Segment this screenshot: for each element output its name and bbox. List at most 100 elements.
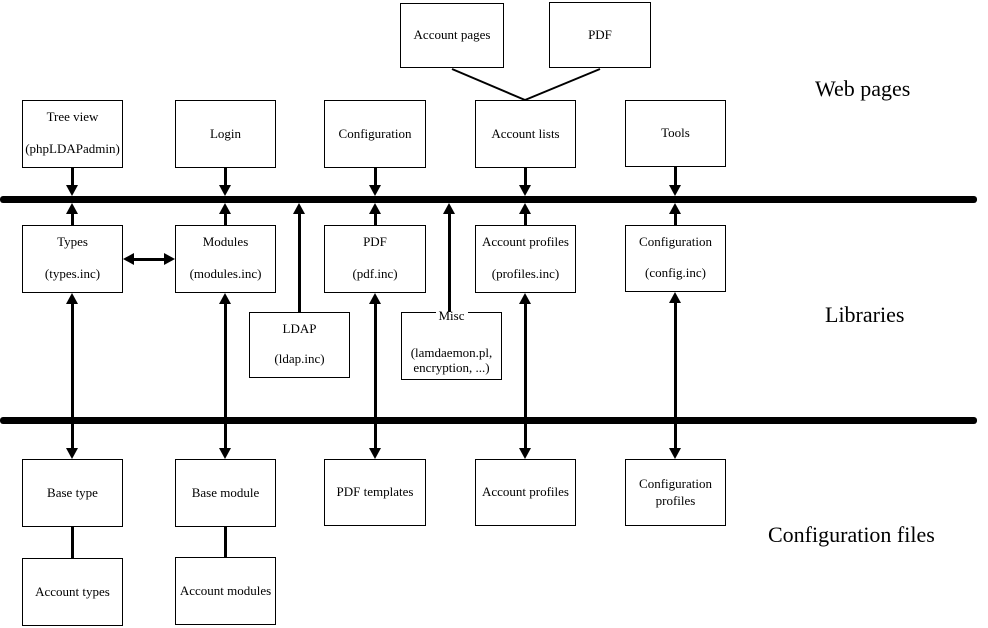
edge-base-module-account-modules [224,527,227,557]
edge-ldap-line [298,213,301,312]
arrowhead-down-icon [669,185,681,196]
box-title: Tree view [46,109,99,124]
edge-modules-base-module [224,303,227,449]
box-pdf-templates: PDF templates [324,459,426,526]
box-title: PDF [363,234,387,249]
arrowhead-up-icon [369,293,381,304]
layer-label-web-pages: Web pages [815,76,911,101]
arrowhead-down-icon [66,185,78,196]
arrowhead-down-icon [219,185,231,196]
arrowhead-down-icon [519,185,531,196]
edge-base-type-account-types [71,527,74,558]
edge-pdf-lib-pdf-templates [374,303,377,449]
layer-separator-line-1 [0,196,977,203]
box-misc: Misc (lamdaemon.pl, encryption, ...) [401,308,502,380]
box-title: Account pages [413,27,491,43]
arrowhead-up-icon [219,293,231,304]
arrowhead-down-icon [369,185,381,196]
edge-account-lists-line [524,168,527,186]
box-title: Types [57,234,88,249]
box-pdf-lib: PDF (pdf.inc) [324,225,426,293]
edge-line-pdf-lib [374,213,377,225]
arrowhead-down-icon [66,448,78,459]
box-title: PDF templates [336,484,414,500]
edge-line-types [71,213,74,225]
box-subtitle: (pdf.inc) [352,266,398,282]
edge-configuration-line [374,168,377,186]
layer-separator-line-2 [0,417,977,424]
box-account-pages: Account pages [400,3,504,68]
arrowhead-down-icon [519,448,531,459]
box-subtitle: (profiles.inc) [491,266,560,282]
arrowhead-down-icon [369,448,381,459]
box-title: Base module [191,484,260,500]
arrowhead-up-icon [519,203,531,214]
arrowhead-up-icon [669,203,681,214]
box-configuration-page: Configuration [324,100,426,168]
arrowhead-left-icon [123,253,134,265]
box-title: Account lists [491,125,560,141]
box-title: Account profiles [481,484,569,500]
box-subtitle-line-1: (lamdaemon.pl, [410,345,493,361]
box-pdf-page: PDF [549,2,651,68]
layer-label-libraries: Libraries [825,302,905,327]
box-configuration-lib: Configuration (config.inc) [625,225,726,292]
arrowhead-up-icon [66,293,78,304]
box-title: Misc [435,308,468,324]
box-ldap: LDAP (ldap.inc) [249,312,350,378]
box-tools: Tools [625,100,726,167]
arrowhead-up-icon [293,203,305,214]
box-login: Login [175,100,276,168]
box-account-modules: Account modules [175,557,276,625]
arrowhead-up-icon [443,203,455,214]
box-title: Configuration [338,125,412,141]
box-modules: Modules (modules.inc) [175,225,276,293]
box-title: Account modules [179,582,272,598]
arrowhead-up-icon [219,203,231,214]
box-account-profiles-lib: Account profiles (profiles.inc) [475,225,576,293]
box-account-lists: Account lists [475,100,576,168]
box-subtitle: (modules.inc) [189,266,262,282]
layer-label-configuration-files: Configuration files [768,522,935,547]
box-base-module: Base module [175,459,276,527]
box-subtitle: (ldap.inc) [274,351,325,367]
box-title: Account types [35,583,110,599]
box-configuration-profiles: Configuration profiles [625,459,726,526]
edge-line-account-profiles-lib [524,213,527,225]
box-title: Login [209,125,242,141]
edge-types-modules [132,258,166,261]
arrowhead-down-icon [219,448,231,459]
box-subtitle: (lamdaemon.pl, encryption, ...) [410,345,493,376]
edge-types-base-type [71,303,74,449]
edge-misc-line [448,213,451,312]
arrowhead-up-icon [369,203,381,214]
edge-line-modules [224,213,227,225]
edge-account-profiles-lib-file [524,303,527,449]
arrowhead-up-icon [669,292,681,303]
arrowhead-up-icon [519,293,531,304]
edge-account-pages-to-account-lists [451,68,526,101]
box-title: Modules [202,234,249,249]
edge-pdf-to-account-lists [524,68,601,101]
box-subtitle: (types.inc) [44,266,101,282]
edge-tree-view-line [71,168,74,186]
box-title: Tools [661,125,690,141]
box-title: Configuration [639,234,712,249]
box-account-profiles-file: Account profiles [475,459,576,526]
edge-configuration-lib-profiles [674,302,677,449]
box-subtitle-line-2: encryption, ...) [413,360,490,376]
box-title: Account profiles [481,234,569,249]
box-title: PDF [588,26,612,42]
box-title: Base type [47,484,98,500]
box-types: Types (types.inc) [22,225,123,293]
box-subtitle: (config.inc) [644,265,706,281]
box-title: LDAP [282,321,317,336]
box-tree-view: Tree view (phpLDAPadmin) [22,100,123,168]
arrowhead-down-icon [669,448,681,459]
box-title-line-2: profiles [655,492,696,508]
box-base-type: Base type [22,459,123,527]
edge-login-line [224,168,227,186]
edge-tools-line [674,167,677,186]
box-title-line-1: Configuration [639,475,712,491]
